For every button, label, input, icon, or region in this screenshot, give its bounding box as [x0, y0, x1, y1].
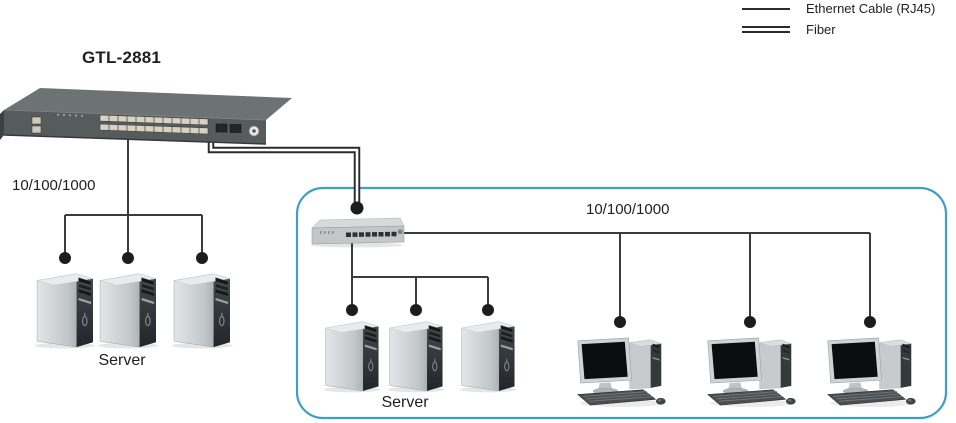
edge-link-speed-label: 10/100/1000 [586, 201, 670, 218]
edge-server-tower-3 [458, 316, 520, 393]
fiber-line-icon [742, 26, 790, 33]
workstation-2 [702, 334, 798, 409]
core-server-tower-2 [96, 268, 162, 349]
core-switch-model-label: GTL-2881 [82, 48, 162, 67]
legend-item-fiber: Fiber [742, 21, 935, 38]
edge-server-tower-1 [322, 316, 384, 393]
desktop-switch-icon [311, 217, 405, 248]
core-servers-caption: Server [98, 352, 146, 369]
ethernet-cables [64, 138, 871, 322]
core-link-speed-label: 10/100/1000 [12, 177, 96, 194]
workstation-1 [572, 334, 668, 409]
workstation-3 [822, 334, 918, 409]
legend-fiber-label: Fiber [806, 22, 836, 37]
edge-servers-caption: Server [381, 394, 429, 411]
core-switch-image [0, 84, 292, 148]
connection-dots [59, 201, 876, 328]
rack-switch-icon [0, 88, 292, 145]
edge-server-tower-2 [386, 316, 448, 393]
ethernet-line-icon [742, 7, 790, 10]
legend-item-ethernet: Ethernet Cable (RJ45) [742, 0, 935, 17]
core-server-tower-3 [170, 268, 236, 349]
edge-switch-image [306, 216, 408, 248]
core-server-tower-1 [33, 268, 99, 349]
legend: Ethernet Cable (RJ45) Fiber [742, 0, 935, 38]
legend-ethernet-label: Ethernet Cable (RJ45) [806, 1, 936, 16]
